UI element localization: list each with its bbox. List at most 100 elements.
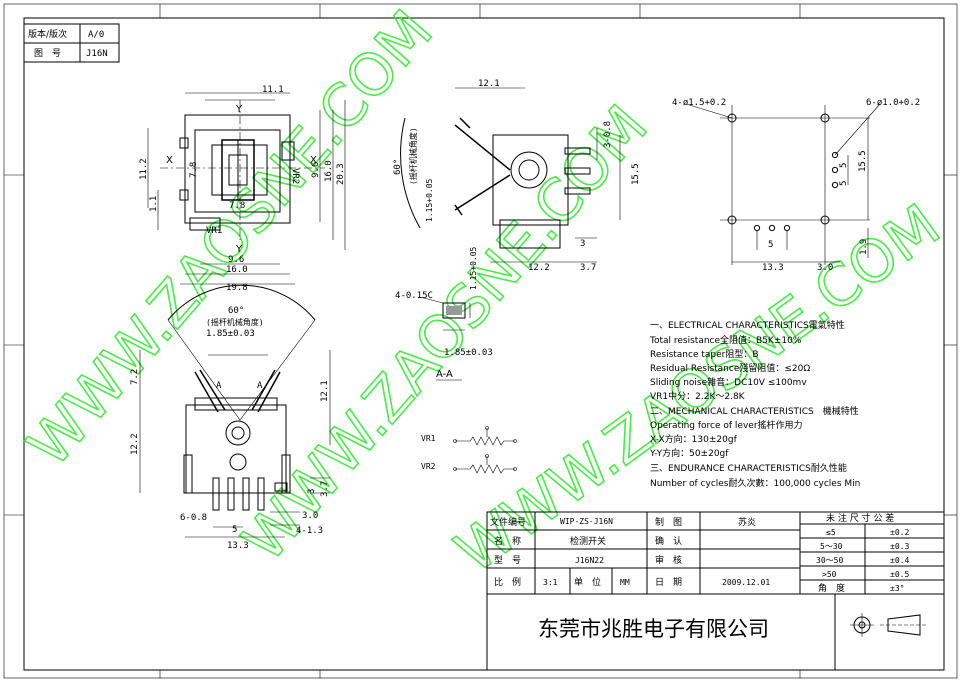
label-vr1: VR1: [206, 226, 222, 236]
dim-front-4-1-3: 4-1.3: [296, 526, 323, 536]
circuit-vr2: VR2: [421, 462, 436, 471]
dim-top-11-1: 11.1: [262, 85, 284, 95]
tb-name: 检测开关: [570, 535, 606, 547]
tol-value-4: ±0.5: [890, 570, 909, 579]
dim-front-12-2: 12.2: [130, 433, 140, 455]
tol-value-2: ±0.3: [890, 542, 909, 551]
tb-unit: MM: [620, 578, 630, 587]
spec-line-12: Number of cycles耐久次數：100,000 cycles Min: [650, 477, 860, 489]
tol-range-1: ≤5: [826, 528, 836, 537]
spec-line-7: 二、MECHANICAL CHARACTERISTICS 機械特性: [650, 405, 859, 417]
tol-value-3: ±0.4: [890, 556, 909, 565]
tb-label-unit: 单 位: [574, 576, 601, 588]
dim-top-20-3: 20.3: [336, 163, 346, 185]
dim-top-9-6-h: 9.6: [228, 255, 244, 265]
axis-y-top: Y: [235, 104, 243, 115]
tol-value-5: ±3°: [890, 584, 904, 593]
tb-label-date: 日 期: [655, 577, 682, 588]
tb-date: 2009.12.01: [722, 578, 770, 587]
tb-label-confirm: 确 认: [655, 535, 682, 547]
spec-line-8: Operating force of lever搖杆作用力: [650, 419, 803, 431]
spec-line-3: Resistance taper阻型：B: [650, 349, 759, 360]
tb-label-docno: 文件编号: [490, 516, 526, 528]
label-vr2: VR2: [290, 168, 300, 184]
dim-top-7-8-v: 7.8: [189, 162, 199, 178]
tb-label-name: 名 称: [494, 535, 521, 547]
title-block: 文件编号 WIP-ZS-J16N 制 图 苏炎 名 称 检测开关 确 认 型 号…: [486, 511, 945, 671]
spec-line-4: Residual Resistance殘留阻值：≤20Ω: [650, 362, 810, 374]
spec-line-6: VR1中分：2.2K～2.8K: [650, 390, 746, 402]
dim-front-7-2: 7.2: [130, 369, 140, 385]
front-view: 60° 1.85±0.03 7.2 12.2 12.1 3.7 3 6-0.8 …: [130, 284, 331, 551]
drawing-label: 图 号: [34, 48, 61, 59]
section-aa: 4-0.15C 1.15+0.05 1.85±0.03 A-A: [395, 246, 493, 381]
dim-top-9-6-v: 9.6: [311, 162, 321, 178]
tb-scale: 3:1: [543, 578, 558, 587]
arrow-label-a-right: A: [257, 381, 263, 391]
spec-line-1: 一、ELECTRICAL CHARACTERISTICS電氣特性: [650, 319, 845, 331]
spec-line-11: 三、ENDURANCE CHARACTERISTICS耐久性能: [650, 462, 847, 474]
tb-label-review: 审 核: [655, 554, 682, 566]
dim-side-15-5: 15.5: [631, 163, 641, 185]
dim-front-12-1: 12.1: [320, 380, 330, 402]
dim-pcb-4-hole: 4-ø1.5+0.2: [672, 98, 726, 108]
dim-pcb-5-c: 5: [768, 240, 773, 250]
spec-line-2: Total resistance全阻值：B5K±10%: [649, 334, 802, 346]
top-body: [184, 114, 291, 224]
tb-label-drawn: 制 图: [655, 516, 682, 528]
dim-aa-1-15: 1.15+0.05: [469, 246, 478, 290]
company-name: 东莞市兆胜电子有限公司: [538, 617, 769, 641]
front-angle-note: (摇杆机械角度): [206, 317, 264, 327]
dim-side-3-7: 3.7: [580, 263, 596, 273]
dim-aa-1-85: 1.85±0.03: [444, 348, 493, 358]
dim-top-16-v: 16.0: [324, 160, 334, 182]
dim-front-60deg: 60°: [228, 306, 244, 316]
dim-pcb-5-b: 5: [839, 181, 849, 186]
side-view: 12.1 3-0.8 15.5 60° 1.15+0.05 12.2 3.7 3…: [393, 79, 641, 273]
dim-aa-chamfer: 4-0.15C: [395, 291, 433, 301]
spec-line-10: Y-Y方向：50±20gf: [649, 447, 729, 459]
tol-range-4: >50: [822, 570, 837, 579]
dim-pcb-15-5: 15.5: [858, 150, 868, 172]
circuit-diagram: VR1 VR2: [421, 426, 517, 474]
dim-side-1-15: 1.15+0.05: [425, 178, 434, 222]
dim-top-16-h: 16.0: [226, 265, 248, 275]
dim-side-3: 3: [580, 239, 585, 249]
top-view: 11.1 11.2 1.1 7.8 7.8 9.6 16.0 20.3 9.6 …: [139, 85, 346, 293]
tol-range-5: 角 度: [818, 582, 845, 594]
side-angle-note: (摇杆机械角度): [408, 127, 418, 185]
circuit-vr1: VR1: [421, 434, 436, 443]
version-label: 版本/版次: [28, 28, 67, 40]
dim-side-60deg: 60°: [393, 159, 403, 175]
dim-front-3-0: 3.0: [302, 511, 318, 521]
dim-front-3: 3: [307, 489, 317, 494]
dim-pcb-1-9: 1.9: [859, 239, 869, 255]
inner-frame: [23, 17, 945, 671]
dim-top-11-2: 11.2: [139, 158, 149, 180]
dim-side-12-1: 12.1: [478, 79, 500, 89]
tol-value-1: ±0.2: [890, 528, 909, 537]
outer-frame: [3, 3, 958, 679]
zone-ticks: [4, 4, 957, 678]
dim-front-5: 5: [232, 525, 237, 535]
revision-box: 版本/版次 A/0 图 号 J16N: [23, 23, 120, 63]
spec-line-5: Sliding noise雜音：DC10V ≤100mv: [650, 376, 807, 388]
dim-side-3-0-8: 3-0.8: [603, 121, 613, 148]
arrow-label-a-left: A: [216, 381, 222, 391]
tb-docno: WIP-ZS-J16N: [560, 517, 613, 526]
spec-line-9: X-X方向：130±20gf: [650, 433, 738, 445]
tb-model: J16N22: [575, 556, 604, 565]
dim-front-3-7: 3.7: [320, 481, 330, 497]
axis-x-left: X: [166, 155, 173, 166]
tb-drawn: 苏炎: [738, 516, 756, 528]
tolerance-header: 未 注 尺 寸 公 差: [826, 512, 894, 524]
drawing-value: J16N: [86, 49, 108, 59]
pcb-layout: 4-ø1.5+0.2 6-ø1.0+0.2 5 5 15.5 5 13.3 3.…: [672, 98, 920, 273]
dim-top-1-1: 1.1: [149, 196, 159, 212]
dim-front-1-85: 1.85±0.03: [206, 329, 255, 339]
specifications: 一、ELECTRICAL CHARACTERISTICS電氣特性 Total r…: [649, 319, 860, 489]
section-title: A-A: [436, 369, 453, 380]
dim-pcb-13-3: 13.3: [762, 263, 784, 273]
tol-range-2: 5～30: [820, 542, 843, 551]
